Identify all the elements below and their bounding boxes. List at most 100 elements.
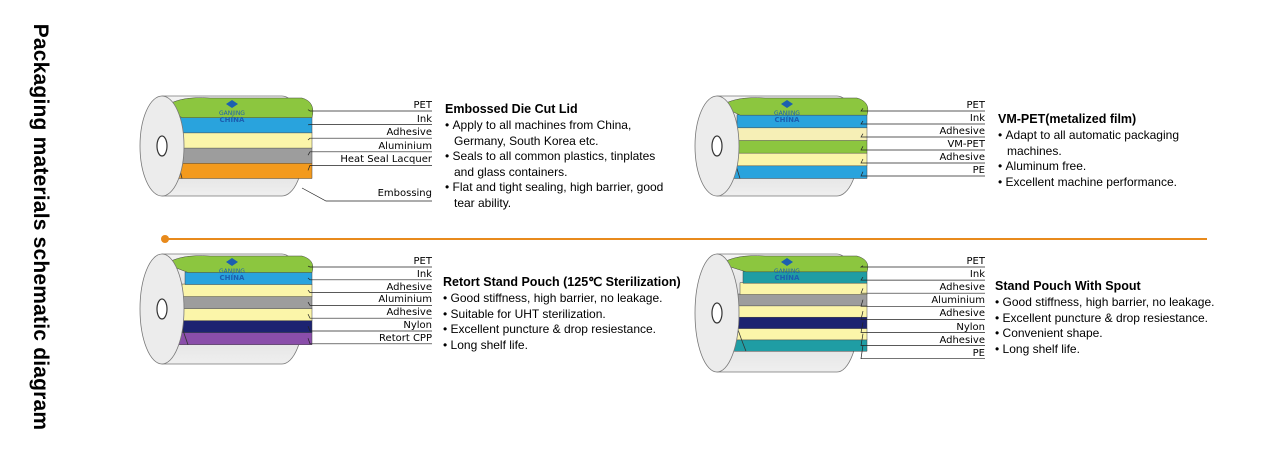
bullet-list: Apply to all machines from China, German… (445, 118, 670, 211)
film-layer (165, 97, 314, 118)
bullet-item: Good stiffness, high barrier, no leakage… (443, 291, 703, 307)
leader-line (860, 171, 985, 177)
leader-line (860, 333, 985, 346)
roll-core (156, 298, 168, 320)
layer-label: Ink (416, 113, 432, 125)
divider-dot (161, 235, 169, 243)
layer-label: Adhesive (386, 127, 432, 139)
embossing-label: Embossing (377, 188, 432, 199)
brand-logo-mark (781, 258, 793, 266)
leader-line (860, 322, 985, 333)
brand-text: GANJING (219, 268, 245, 275)
roll-core (711, 302, 723, 324)
bullet-item: Apply to all machines from China, German… (445, 118, 670, 149)
leader-line (307, 338, 432, 345)
layer-label: Ink (416, 268, 432, 280)
leader-line (860, 276, 985, 281)
bullet-item: Suitable for UHT sterilization. (443, 307, 703, 323)
layer-label: Ink (969, 269, 985, 281)
leader-line (860, 158, 985, 164)
bullet-item: Flat and tight sealing, high barrier, go… (445, 180, 670, 211)
layer-label: Adhesive (386, 281, 432, 293)
layer-label: Aluminium (378, 294, 432, 306)
bullet-item: Excellent puncture & drop resiestance. (443, 322, 703, 338)
leader-line (860, 146, 985, 151)
brand-text: CHINA (775, 274, 800, 282)
film-layer (739, 282, 868, 295)
layer-label: Heat Seal Lacquer (340, 154, 432, 166)
film-layer (733, 305, 868, 318)
brand-text: CHINA (220, 116, 245, 124)
brand-text: CHINA (220, 274, 245, 282)
bullet-list: Good stiffness, high barrier, no leakage… (995, 295, 1245, 357)
bullet-item: Adapt to all automatic packaging machine… (998, 128, 1213, 159)
layer-label: PET (966, 100, 985, 111)
bullet-item: Excellent puncture & drop resiestance. (995, 311, 1245, 327)
leader-line (307, 277, 432, 281)
brand-text: GANJING (774, 268, 800, 275)
leader-line (307, 265, 432, 268)
layer-label: Nylon (956, 321, 985, 333)
layer-label: Adhesive (939, 126, 985, 137)
panel-title: Embossed Die Cut Lid (445, 102, 578, 116)
film-layer (730, 316, 868, 329)
film-layer (724, 339, 868, 352)
film-layer (736, 293, 868, 307)
leader-line (307, 301, 432, 306)
brand-logo-mark (226, 258, 238, 266)
layer-label: Nylon (403, 320, 432, 331)
bullet-item: Excellent machine performance. (998, 175, 1213, 191)
leader-line (307, 109, 432, 112)
roll-core (156, 135, 168, 157)
layer-label: Adhesive (386, 307, 432, 319)
leader-line (307, 137, 432, 141)
layer-label: PE (972, 347, 985, 359)
leader-line (860, 108, 985, 112)
layer-label: Aluminium (931, 295, 985, 307)
leader-line (860, 310, 985, 320)
leader-line (307, 326, 432, 332)
layer-label: VM-PET (947, 139, 985, 150)
leader-line (860, 299, 985, 307)
bullet-list: Good stiffness, high barrier, no leakage… (443, 291, 703, 353)
panel-title: Stand Pouch With Spout (995, 279, 1141, 293)
film-layer (720, 255, 869, 273)
bullet-item: Aluminum free. (998, 159, 1213, 175)
layer-label: PE (972, 165, 985, 176)
leader-line (860, 120, 985, 125)
panel-description: VM-PET(metalized film) Adapt to all auto… (998, 112, 1213, 190)
bullet-item: Long shelf life. (995, 342, 1245, 358)
panel-description: Retort Stand Pouch (125℃ Sterilization) … (443, 274, 703, 353)
layer-label: Adhesive (939, 152, 985, 163)
film-layer (727, 327, 868, 341)
panel-title: Retort Stand Pouch (125℃ Sterilization) (443, 275, 681, 289)
bullet-list: Adapt to all automatic packaging machine… (998, 128, 1213, 190)
layer-label: Retort CPP (379, 332, 432, 344)
layer-label: Adhesive (939, 334, 985, 346)
bullet-item: Convenient shape. (995, 326, 1245, 342)
layer-label: Adhesive (939, 308, 985, 320)
leader-line (307, 313, 432, 319)
leader-line (307, 289, 432, 293)
leader-line (859, 265, 985, 268)
layer-label: PET (413, 256, 432, 267)
panel-description: Stand Pouch With Spout Good stiffness, h… (995, 279, 1245, 357)
brand-logo-mark (226, 100, 238, 108)
bullet-item: Long shelf life. (443, 338, 703, 354)
film-layer (742, 271, 868, 284)
section-divider (164, 238, 1207, 240)
layer-label: PET (413, 100, 432, 111)
bullet-item: Seals to all common plastics, tinplates … (445, 149, 670, 180)
leader-line (860, 288, 985, 294)
layer-label: Adhesive (939, 282, 985, 294)
leader-line (860, 133, 985, 138)
panel-description: Embossed Die Cut Lid Apply to all machin… (445, 102, 670, 211)
panel-title: VM-PET(metalized film) (998, 112, 1137, 126)
leader-line (301, 187, 432, 202)
brand-text: CHINA (775, 116, 800, 124)
brand-text: GANJING (774, 110, 800, 117)
